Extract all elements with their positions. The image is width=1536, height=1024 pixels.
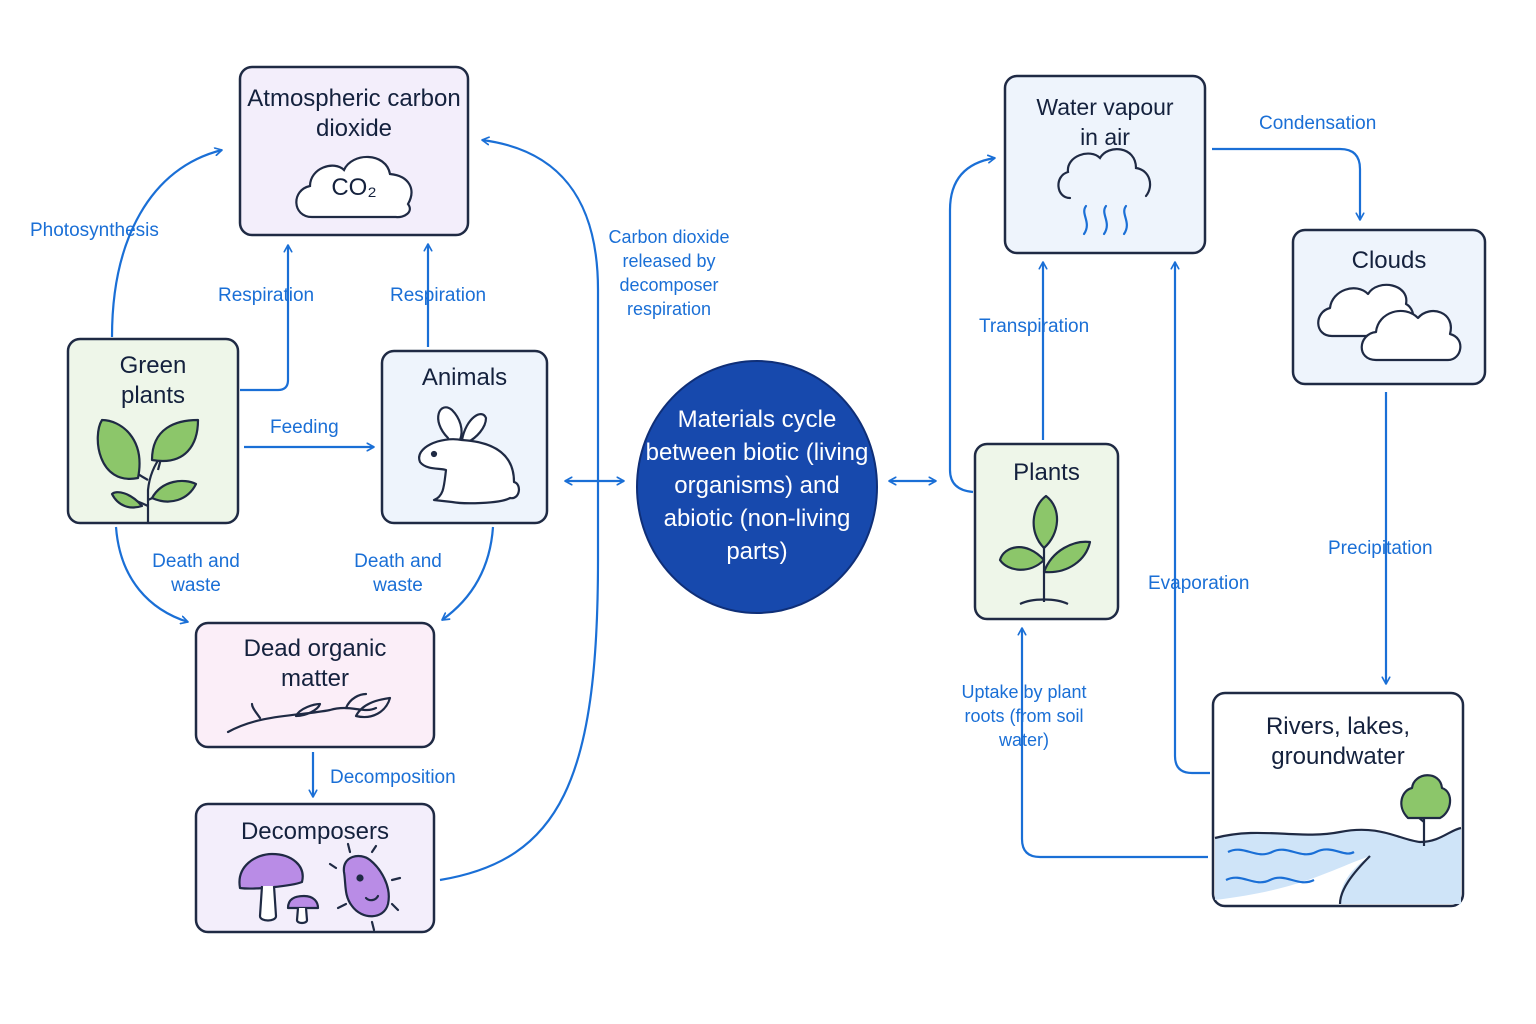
clouds-title: Clouds xyxy=(1351,247,1427,274)
precipitation-label: Precipitation xyxy=(1328,538,1433,559)
mushroom-icon xyxy=(238,852,320,925)
uptake-arrow xyxy=(1022,628,1208,859)
water-vapour-title: Water vapour in air xyxy=(1036,94,1174,150)
rivers-title: Rivers, lakes, groundwater xyxy=(1265,713,1411,770)
water-plants-sprout-icon xyxy=(998,494,1092,606)
photosynthesis-label: Photosynthesis xyxy=(30,220,159,241)
decomposition-label: Decomposition xyxy=(330,767,456,788)
decomposers-title: Decomposers xyxy=(240,818,390,845)
transpiration-label: Transpiration xyxy=(979,316,1090,337)
atmospheric-co2-title: Atmospheric carbon dioxide xyxy=(247,85,461,142)
water-body-icon xyxy=(1214,826,1462,905)
water-plants-title: Plants xyxy=(1013,459,1080,486)
water-vapour-box xyxy=(1003,74,1207,255)
plants-to-vapour-arrow xyxy=(948,158,995,494)
dead-organic-matter-title: Dead organic matter xyxy=(243,635,387,692)
center-statement: Materials cycle between biotic (living o… xyxy=(645,406,869,565)
green-plants-sprout-icon xyxy=(96,418,200,522)
clouds-icon xyxy=(1317,283,1462,362)
uptake-label: Uptake by plant roots (from soil water) xyxy=(961,682,1087,750)
tree-icon xyxy=(1400,774,1452,846)
decomposer-release-arrow xyxy=(439,140,600,882)
rabbit-icon xyxy=(418,406,520,505)
condensation-label: Condensation xyxy=(1259,113,1377,134)
decomposer-release-label: Carbon dioxide released by decomposer re… xyxy=(608,227,730,319)
animals-title: Animals xyxy=(421,364,508,391)
green-plants-title: Green plants xyxy=(119,352,187,409)
carbon-arrows xyxy=(110,140,624,882)
death-animals-arrow xyxy=(442,526,495,621)
twig-icon xyxy=(226,692,392,734)
respiration-plants-arrow xyxy=(240,245,288,392)
death-plants-arrow xyxy=(114,526,188,622)
evaporation-arrow xyxy=(1175,262,1210,775)
death-animals-label: Death and waste xyxy=(354,551,442,596)
respiration-plants-label: Respiration xyxy=(218,285,315,306)
water-arrows xyxy=(889,147,1386,859)
respiration-animals-label: Respiration xyxy=(390,285,487,306)
green-plants-box xyxy=(66,337,240,525)
death-plants-label: Death and waste xyxy=(152,551,240,596)
co2-cloud-icon xyxy=(295,155,413,219)
evaporation-label: Evaporation xyxy=(1148,573,1250,594)
rain-cloud-icon xyxy=(1057,148,1152,236)
feeding-label: Feeding xyxy=(270,417,339,438)
condensation-arrow xyxy=(1212,147,1360,220)
center-ellipse xyxy=(636,360,878,614)
photosynthesis-arrow xyxy=(110,150,222,338)
co2-formula: CO₂ xyxy=(331,174,377,201)
microbe-icon xyxy=(328,842,402,932)
